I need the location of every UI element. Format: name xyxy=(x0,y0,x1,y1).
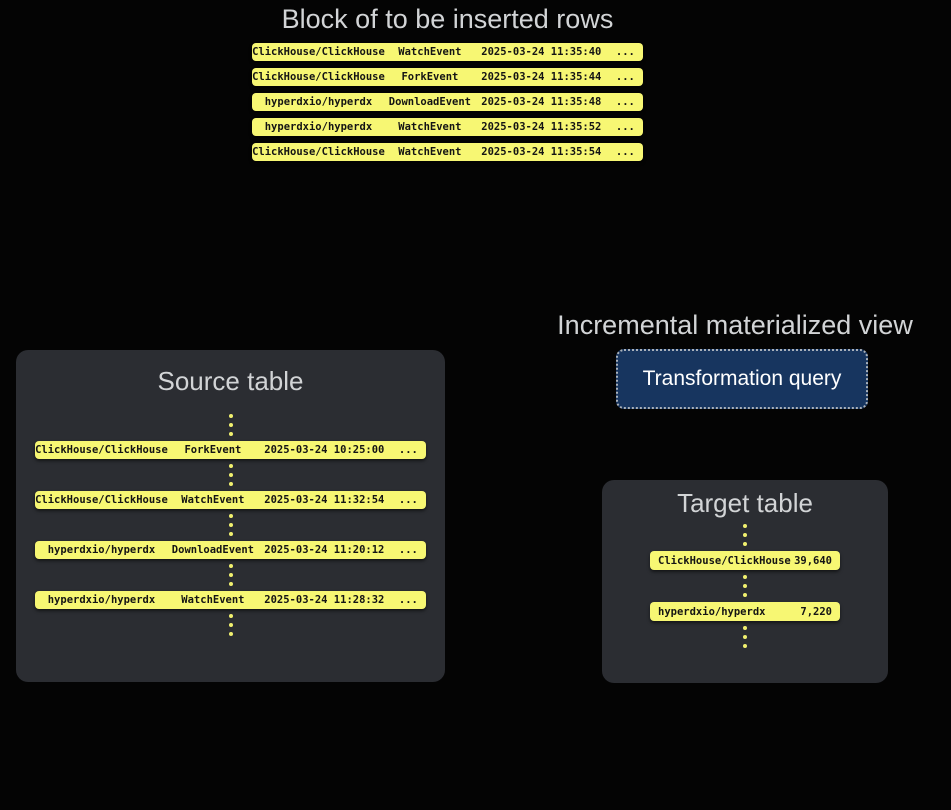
row-ellipsis: ... xyxy=(398,544,418,556)
table-row: hyperdxio/hyperdx WatchEvent 2025-03-24 … xyxy=(252,118,643,136)
target-table-panel: Target table ClickHouse/ClickHouse 39,64… xyxy=(602,480,888,683)
row-timestamp: 2025-03-24 11:28:32 xyxy=(264,594,385,606)
row-event: WatchEvent xyxy=(181,494,245,506)
ellipsis-dots-icon xyxy=(602,626,888,648)
row-timestamp: 2025-03-24 10:25:00 xyxy=(264,444,385,456)
row-repo: ClickHouse/ClickHouse xyxy=(35,494,168,506)
table-row: hyperdxio/hyperdx 7,220 xyxy=(650,602,840,621)
source-table-panel: Source table ClickHouse/ClickHouse ForkE… xyxy=(16,350,445,682)
row-repo: ClickHouse/ClickHouse xyxy=(252,146,385,158)
ellipsis-dots-icon xyxy=(16,614,445,636)
table-row: ClickHouse/ClickHouse ForkEvent 2025-03-… xyxy=(35,441,426,459)
row-ellipsis: ... xyxy=(615,96,635,108)
ellipsis-dots-icon xyxy=(16,564,445,586)
ellipsis-dots-icon xyxy=(16,464,445,486)
row-ellipsis: ... xyxy=(615,121,635,133)
table-row: ClickHouse/ClickHouse ForkEvent 2025-03-… xyxy=(252,68,643,86)
source-table-title: Source table xyxy=(157,366,304,396)
insert-block-title: Block of to be inserted rows xyxy=(281,4,614,34)
row-repo: ClickHouse/ClickHouse xyxy=(658,554,791,567)
ellipsis-dots-icon xyxy=(16,514,445,536)
row-timestamp: 2025-03-24 11:35:44 xyxy=(481,71,602,83)
row-repo: hyperdxio/hyperdx xyxy=(47,544,156,556)
insert-block-rows: ClickHouse/ClickHouse WatchEvent 2025-03… xyxy=(252,43,643,161)
materialized-view-title: Incremental materialized view xyxy=(557,310,913,340)
row-timestamp: 2025-03-24 11:35:40 xyxy=(481,46,602,58)
row-repo: ClickHouse/ClickHouse xyxy=(252,71,385,83)
row-event: ForkEvent xyxy=(184,444,242,456)
transformation-query-label: Transformation query xyxy=(642,367,842,390)
row-count: 7,220 xyxy=(800,605,832,618)
row-repo: hyperdxio/hyperdx xyxy=(264,96,373,108)
row-timestamp: 2025-03-24 11:35:52 xyxy=(481,121,602,133)
row-ellipsis: ... xyxy=(615,46,635,58)
table-row: ClickHouse/ClickHouse WatchEvent 2025-03… xyxy=(252,143,643,161)
ellipsis-dots-icon xyxy=(602,575,888,597)
table-row: hyperdxio/hyperdx DownloadEvent 2025-03-… xyxy=(252,93,643,111)
row-timestamp: 2025-03-24 11:35:48 xyxy=(481,96,602,108)
table-row: hyperdxio/hyperdx DownloadEvent 2025-03-… xyxy=(35,541,426,559)
transformation-query-box: Transformation query xyxy=(616,349,868,409)
row-repo: ClickHouse/ClickHouse xyxy=(35,444,168,456)
row-event: DownloadEvent xyxy=(171,544,254,556)
row-repo: hyperdxio/hyperdx xyxy=(658,605,766,618)
row-timestamp: 2025-03-24 11:32:54 xyxy=(264,494,385,506)
row-ellipsis: ... xyxy=(398,594,418,606)
row-repo: hyperdxio/hyperdx xyxy=(264,121,373,133)
row-timestamp: 2025-03-24 11:35:54 xyxy=(481,146,602,158)
ellipsis-dots-icon xyxy=(602,524,888,546)
row-event: ForkEvent xyxy=(401,71,459,83)
row-repo: hyperdxio/hyperdx xyxy=(47,594,156,606)
table-row: ClickHouse/ClickHouse WatchEvent 2025-03… xyxy=(252,43,643,61)
table-row: hyperdxio/hyperdx WatchEvent 2025-03-24 … xyxy=(35,591,426,609)
row-ellipsis: ... xyxy=(615,146,635,158)
row-timestamp: 2025-03-24 11:20:12 xyxy=(264,544,385,556)
table-row: ClickHouse/ClickHouse WatchEvent 2025-03… xyxy=(35,491,426,509)
row-event: WatchEvent xyxy=(181,594,245,606)
row-event: WatchEvent xyxy=(398,46,462,58)
row-ellipsis: ... xyxy=(398,494,418,506)
insert-block: Block of to be inserted rows ClickHouse/… xyxy=(252,3,643,168)
ellipsis-dots-icon xyxy=(16,414,445,436)
row-ellipsis: ... xyxy=(615,71,635,83)
row-event: DownloadEvent xyxy=(388,96,471,108)
table-row: ClickHouse/ClickHouse 39,640 xyxy=(650,551,840,570)
row-repo: ClickHouse/ClickHouse xyxy=(252,46,385,58)
row-event: WatchEvent xyxy=(398,146,462,158)
row-count: 39,640 xyxy=(794,554,832,567)
target-table-title: Target table xyxy=(677,488,813,518)
row-event: WatchEvent xyxy=(398,121,462,133)
row-ellipsis: ... xyxy=(398,444,418,456)
